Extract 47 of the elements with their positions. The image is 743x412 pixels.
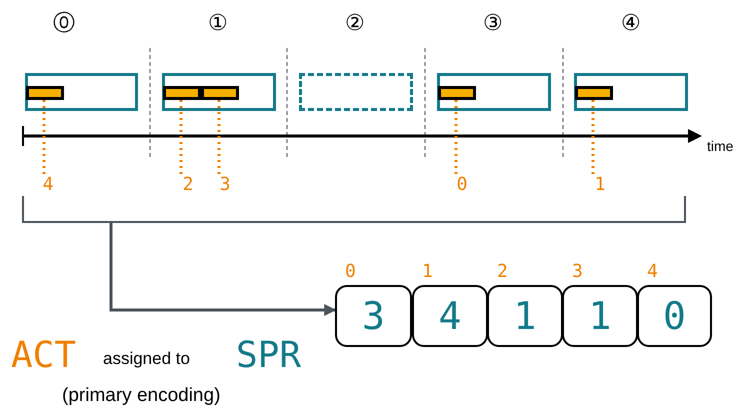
array-cell: [637, 285, 712, 347]
index-number: 2: [180, 174, 196, 196]
title-word: SPR: [236, 335, 302, 376]
slot-box: [574, 73, 688, 111]
array-cell: [412, 285, 488, 347]
slot-number: ⓪: [53, 10, 75, 36]
cell-value: 0: [663, 294, 686, 338]
leader-line: [180, 99, 182, 174]
slot-number: ④: [621, 10, 641, 36]
array-cell: [562, 285, 638, 347]
index-number: 4: [40, 174, 56, 196]
title-word: ACT: [11, 335, 76, 376]
caption-text: assigned to: [103, 349, 190, 369]
array-cell: [335, 285, 412, 347]
index-label: 1: [422, 261, 433, 283]
index-number: 1: [592, 174, 608, 196]
task-bar: [26, 86, 64, 100]
axis-label: time: [707, 138, 734, 154]
index-label: 0: [345, 261, 356, 283]
slot-box: [25, 73, 138, 111]
cell-value: 1: [588, 294, 612, 338]
leader-line: [218, 99, 220, 174]
index-label: 4: [647, 261, 658, 283]
cell-value: 4: [438, 294, 462, 338]
slot-box: [162, 73, 276, 111]
slot-box: [437, 73, 551, 111]
task-bar: [438, 86, 476, 100]
index-number: 0: [454, 174, 470, 196]
index-number: 3: [217, 174, 233, 196]
bracket: [22, 196, 686, 223]
caption-text: (primary encoding): [62, 385, 220, 407]
task-bar: [163, 86, 201, 100]
leader-line: [592, 99, 594, 174]
leader-line: [42, 99, 46, 174]
index-label: 2: [497, 261, 508, 283]
slot-box: [299, 73, 413, 111]
arrow: [110, 223, 336, 316]
index-label: 3: [572, 261, 583, 283]
slot-number: ③: [483, 10, 503, 36]
task-bar: [201, 86, 239, 100]
leader-line: [454, 99, 458, 174]
slot-number: ②: [345, 10, 365, 36]
slot-number: ①: [208, 10, 228, 36]
array-cell: [487, 285, 563, 347]
cell-value: 1: [514, 294, 536, 338]
task-bar: [575, 86, 613, 100]
cell-value: 3: [362, 294, 385, 338]
